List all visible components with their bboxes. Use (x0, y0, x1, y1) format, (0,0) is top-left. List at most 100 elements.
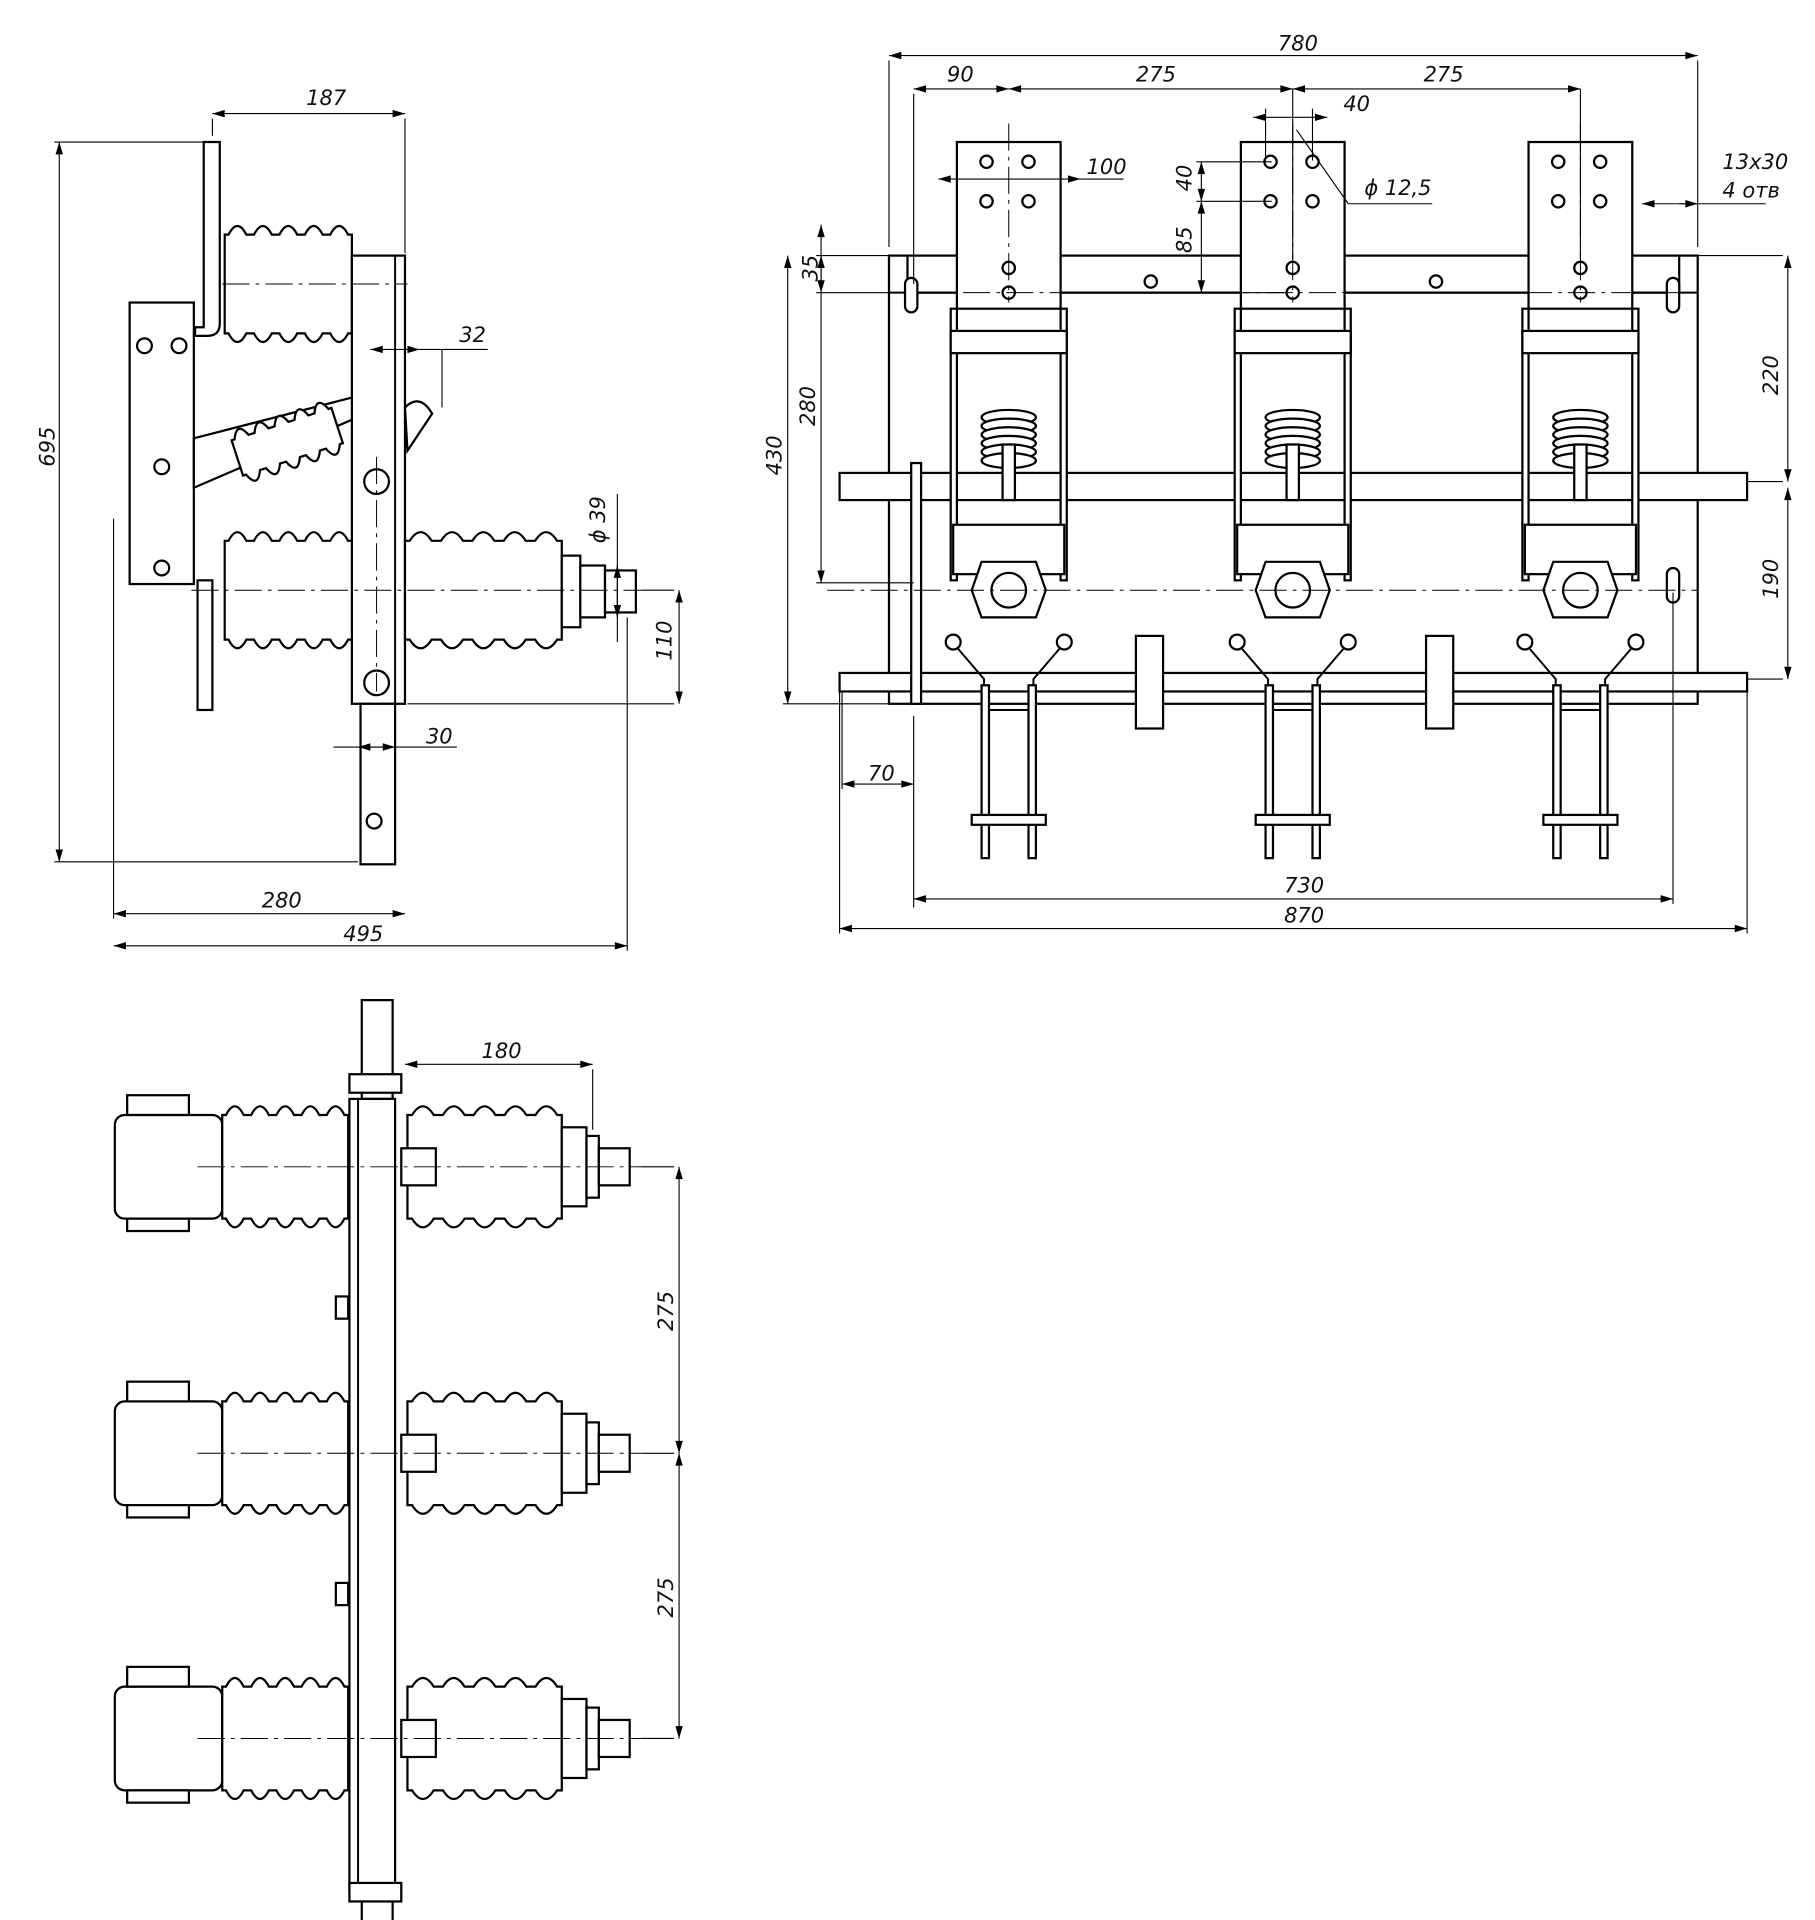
insulator-rod (1001, 443, 1017, 502)
dimension-arrow (212, 109, 225, 118)
earthing-knife (1264, 684, 1275, 860)
dimension-arrow (675, 1726, 683, 1739)
hole (1550, 193, 1566, 209)
dim-label: 13x30 (1722, 150, 1788, 174)
lever (196, 579, 214, 712)
dim-label: 430 (763, 435, 787, 475)
dimension-arrow (675, 1453, 683, 1466)
insulator (403, 531, 563, 650)
bolt-head (126, 1504, 191, 1519)
earthing-knife (1027, 684, 1038, 860)
dimension-arrow (1280, 85, 1293, 93)
dim-label: 275 (1136, 63, 1176, 87)
dim-label: ϕ 39 (586, 496, 610, 543)
dimension-arrow (1292, 85, 1306, 93)
dim-label: 190 (1759, 559, 1783, 599)
dimension-arrow (675, 1440, 683, 1454)
top-pole-3 (113, 1665, 643, 1804)
front-view (827, 123, 1749, 860)
dimension-arrow (1784, 469, 1792, 482)
side-strap (1343, 307, 1352, 582)
dimension-arrow (842, 780, 855, 788)
hole (1143, 274, 1159, 289)
hole (153, 458, 171, 476)
terminal-cap (579, 564, 607, 619)
dimension-arrow (1197, 161, 1206, 175)
hole (1592, 154, 1608, 170)
dimension-lines (54, 51, 1792, 1740)
dimension-arrow (1008, 85, 1022, 93)
dim-label: 780 (1278, 32, 1318, 56)
insulator (230, 401, 345, 482)
dimension-arrow (888, 51, 902, 60)
dimension-arrow (901, 780, 914, 788)
knife-crossbar (1254, 813, 1331, 826)
dimension-arrow (784, 255, 792, 268)
dimension-arrow (370, 345, 383, 354)
dimension-arrow (839, 924, 852, 933)
side-view (128, 140, 643, 866)
shaft-support (1134, 634, 1165, 730)
hole (1550, 154, 1566, 170)
dimension-arrow (1660, 895, 1674, 903)
pole-1 (944, 123, 1073, 860)
top-pole-2 (113, 1380, 643, 1519)
dimension-arrow (614, 942, 628, 950)
bolt (1516, 633, 1534, 651)
dimension-arrow (1784, 255, 1792, 268)
dim-label: 220 (1759, 355, 1783, 395)
hole (1305, 193, 1320, 209)
dim-label: 730 (1284, 874, 1324, 898)
dimension-arrow (392, 909, 405, 918)
insulator (406, 1676, 563, 1801)
dimension-arrow (1197, 280, 1206, 293)
mounting-slot (1665, 276, 1681, 314)
bolt (1055, 633, 1073, 651)
earthing-knife (1311, 684, 1321, 860)
hole (979, 193, 994, 209)
latch (403, 400, 434, 455)
top-view (113, 999, 643, 1920)
dim-label: 870 (1284, 903, 1324, 927)
dimension-arrow (1197, 188, 1206, 202)
dimension-arrow (1068, 175, 1081, 183)
dimension-arrow (55, 142, 63, 155)
insulator (406, 1105, 563, 1229)
dim-label: 90 (947, 63, 974, 87)
dimension-arrow (996, 85, 1009, 93)
dim-label: 275 (1424, 63, 1464, 87)
crossbar (1233, 329, 1352, 355)
earthing-knife (1599, 684, 1609, 860)
dim-label: 695 (35, 427, 59, 467)
dimension-arrow (1642, 200, 1655, 208)
dim-label: 280 (262, 889, 302, 913)
lower-shaft (838, 671, 1749, 693)
knife-crossbar (1542, 813, 1619, 826)
dim-label: ϕ 12,5 (1364, 176, 1431, 200)
crossbar (1521, 329, 1640, 355)
stop (334, 1295, 350, 1320)
dimension-arrow (1197, 201, 1206, 214)
pole-3 (1516, 123, 1645, 860)
dim-label: 275 (654, 1577, 678, 1617)
dimension-arrow (817, 224, 825, 238)
side-strap (1521, 307, 1530, 582)
bracket (348, 1073, 403, 1094)
hole (1428, 274, 1444, 289)
dim-label: 4 отв (1722, 179, 1779, 203)
moving-arm (946, 635, 1072, 711)
bolt-head (126, 1789, 191, 1804)
hole (979, 154, 994, 170)
hole (170, 337, 188, 355)
side-strap (1059, 307, 1068, 582)
dimension-arrow (1784, 666, 1792, 680)
knife-crossbar (970, 813, 1047, 826)
dim-label: 40 (1172, 165, 1196, 192)
bolt-head (126, 1380, 191, 1403)
dim-label: 35 (798, 255, 822, 282)
bolt (1228, 633, 1246, 651)
drawing-line (1295, 129, 1349, 205)
hole (153, 559, 171, 577)
dimension-arrow (1314, 113, 1328, 122)
bolt (1627, 633, 1645, 651)
